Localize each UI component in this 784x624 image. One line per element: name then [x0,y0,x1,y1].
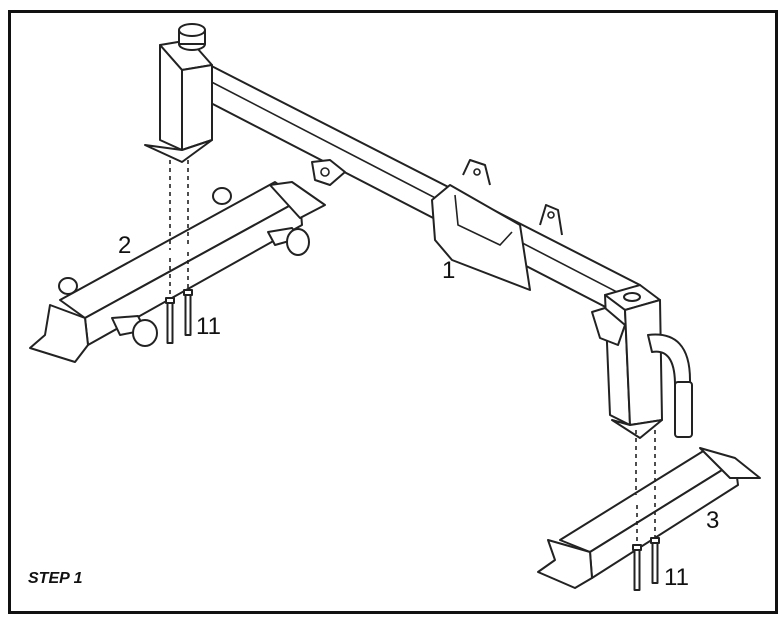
label-part-1: 1 [442,257,455,284]
front-stabilizer-part [29,181,326,363]
label-part-2: 2 [118,232,131,259]
label-part-11-left: 11 [196,313,221,340]
step-label: STEP 1 [28,570,83,587]
rear-stabilizer-part [537,447,761,589]
bolts-right [632,537,660,591]
main-frame-part [144,23,693,439]
label-part-11-right: 11 [664,564,689,591]
assembly-guides [169,160,656,545]
bolts-left [165,289,193,344]
label-part-3: 3 [706,507,719,534]
